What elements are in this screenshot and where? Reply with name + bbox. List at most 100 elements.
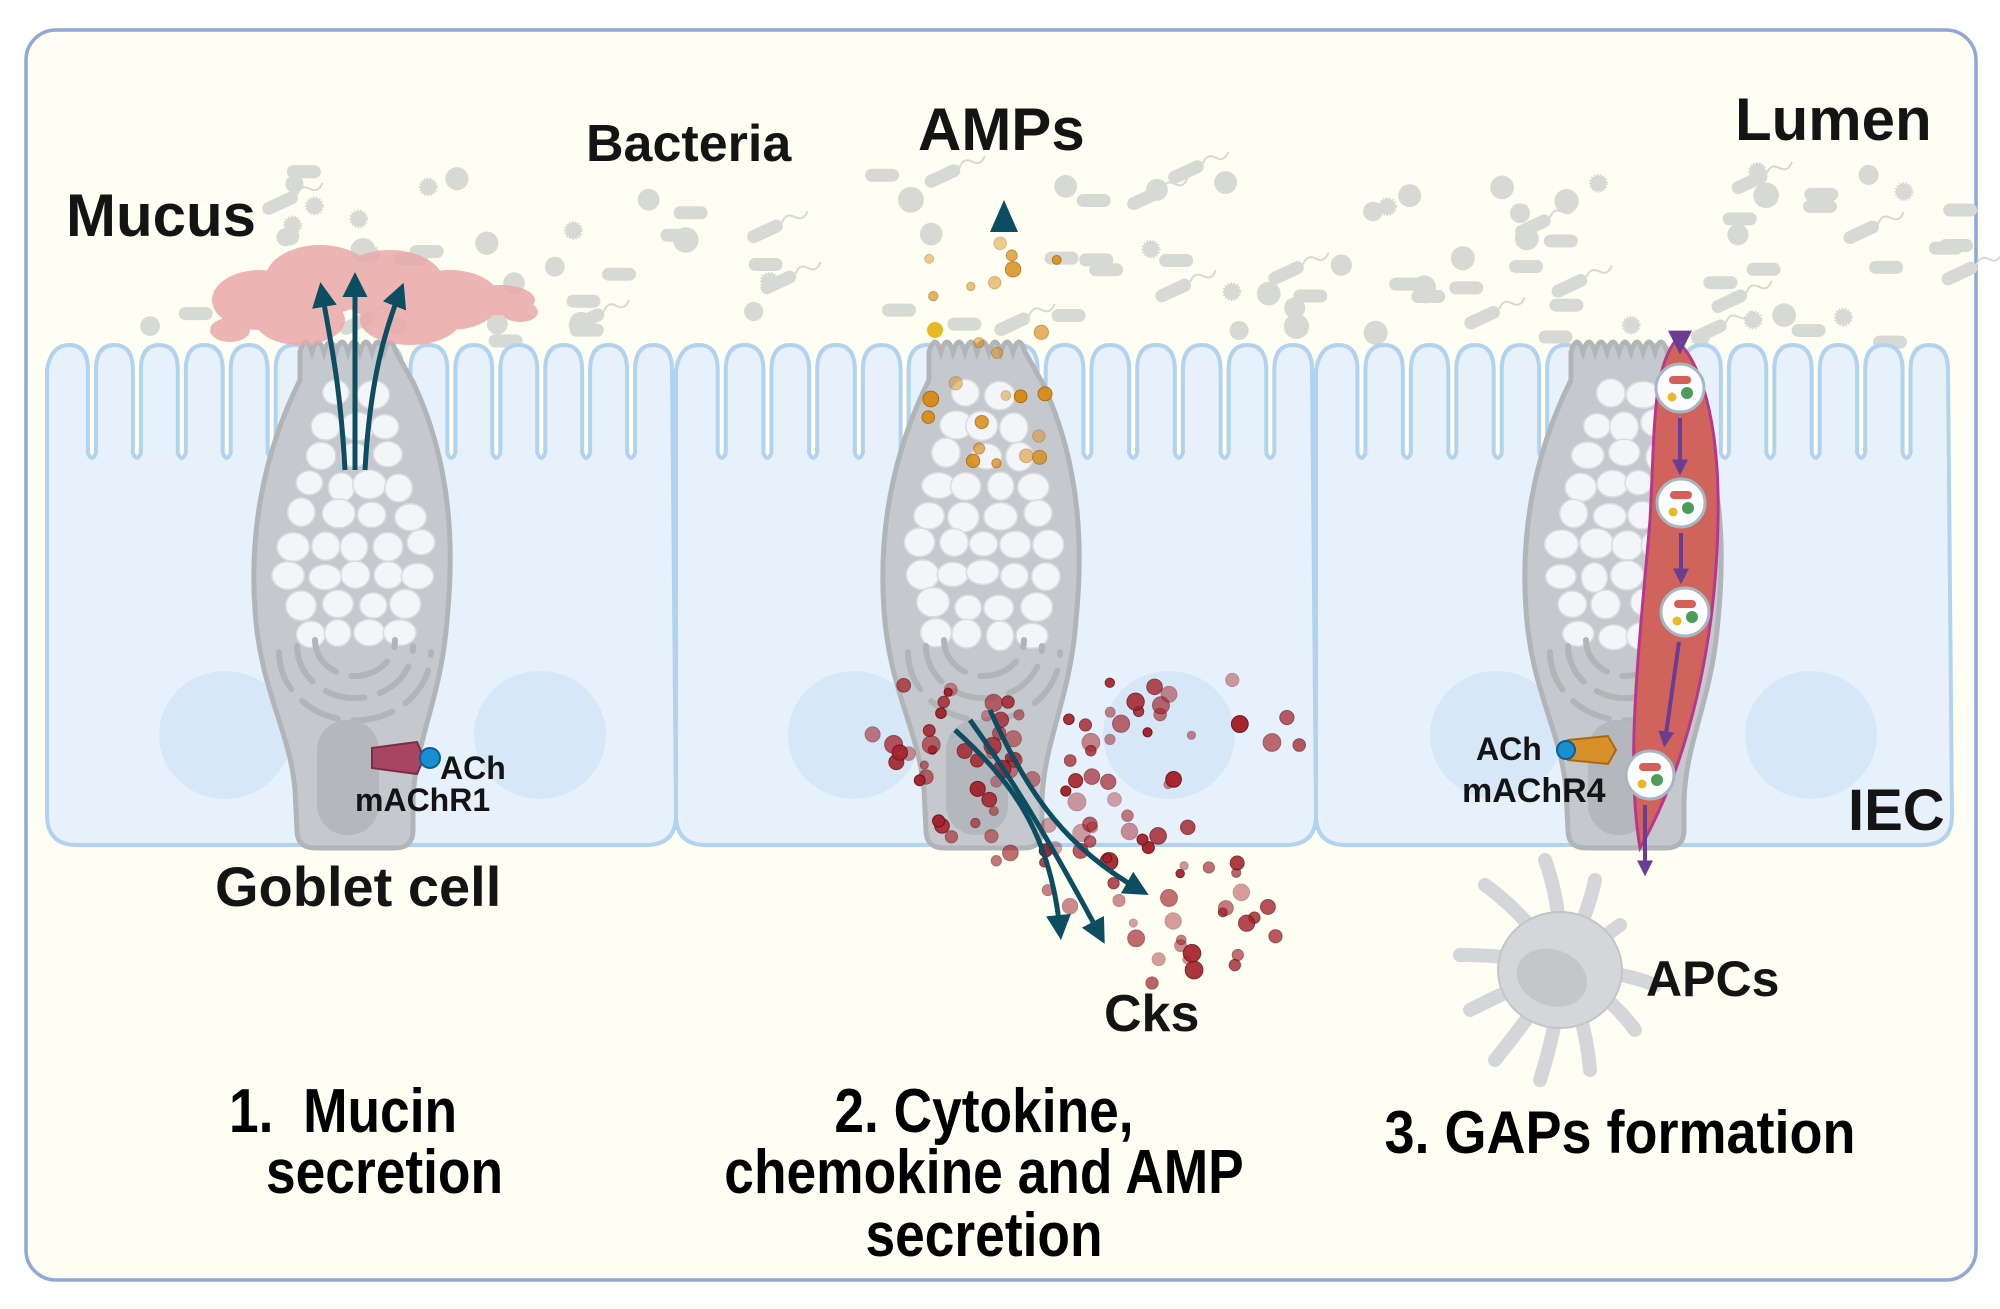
cytokine-particle <box>1230 715 1249 733</box>
cytokine-particle <box>1001 695 1015 709</box>
cytokine-particle <box>1165 771 1182 788</box>
cytokine-particle <box>1013 709 1025 721</box>
mucin-granule <box>1595 378 1626 408</box>
mucin-granule <box>1543 529 1580 560</box>
mucin-granule <box>1609 559 1645 591</box>
cks-label: Cks <box>1104 985 1199 1043</box>
bacterium-coccus <box>1772 303 1796 328</box>
mucin-granule <box>1609 411 1640 443</box>
bacterial-antigen-spiky <box>1672 616 1682 626</box>
flagellum <box>794 261 822 275</box>
bacterium-coccus <box>1554 189 1579 214</box>
amp-particle <box>922 390 940 408</box>
bacterium-flagellated <box>1155 269 1217 303</box>
mucin-granule <box>406 528 436 556</box>
bacterium-body <box>1268 261 1304 285</box>
caption-panel-2-line-2: chemokine and AMP <box>724 1138 1243 1207</box>
cytokine-particle <box>1127 929 1145 948</box>
mucin-granule <box>305 441 337 471</box>
mucus-blob <box>502 302 538 322</box>
amp-particle <box>1000 390 1012 401</box>
bacterium-flagellated <box>760 261 822 295</box>
cytokine-particle <box>1292 738 1306 752</box>
cytokine-particle <box>1146 678 1163 696</box>
cytokine-particle <box>1107 792 1122 807</box>
mucin-granule <box>372 531 404 563</box>
bacterium-body <box>262 191 298 215</box>
cytokine-particle <box>1063 754 1077 767</box>
mucin-granule <box>968 530 999 557</box>
receptor-body <box>371 740 426 776</box>
antigen-vesicle <box>1655 477 1707 529</box>
antigen-vesicle <box>1654 362 1706 414</box>
cytokine-particle <box>937 695 950 709</box>
bacterium-spiky <box>1222 282 1242 302</box>
mucin-granule <box>999 562 1030 590</box>
bacterium-spiky <box>1415 284 1435 304</box>
bacterium-spiky <box>1141 239 1161 259</box>
amps-label: AMPs <box>918 96 1085 163</box>
bacterium-rod <box>1293 289 1328 303</box>
amp-particle <box>966 281 976 292</box>
vesicle-membrane <box>1659 586 1711 638</box>
bacterium-body <box>1464 305 1500 330</box>
apc-nucleus <box>1516 948 1588 1007</box>
mucin-granule <box>340 560 371 590</box>
rough-er <box>276 649 434 724</box>
bacterium-rod <box>1943 203 1978 217</box>
cytokine-particle <box>1107 877 1120 890</box>
bacterium-coccus <box>1510 203 1531 224</box>
mucin-granule <box>1590 589 1621 620</box>
flagellum <box>602 299 630 313</box>
bacterium-body <box>1843 220 1880 245</box>
vesicle-membrane <box>1655 477 1707 529</box>
flagellum <box>1028 303 1056 317</box>
cytokine-particle <box>944 830 959 844</box>
bacterium-body <box>924 164 961 188</box>
bacterial-antigen-spiky <box>1668 507 1678 517</box>
machr1-receptor-icon <box>371 740 441 776</box>
bacterium-flagellated <box>1691 310 1753 344</box>
mucin-granule <box>983 502 1019 531</box>
mucin-granule <box>903 527 936 558</box>
bacterium-flagellated <box>1464 296 1526 330</box>
caption-panel-1-line-1: 1. Mucin <box>229 1077 457 1146</box>
mucin-granule <box>954 594 983 622</box>
mucin-granule <box>1023 499 1053 528</box>
mucin-granule <box>915 586 951 618</box>
cytokine-particle <box>1160 889 1178 907</box>
cytokine-particle <box>956 743 973 759</box>
bacterium-coccus <box>1284 297 1306 319</box>
bacterium-coccus <box>1363 320 1388 345</box>
machr4-label: mAChR4 <box>1462 772 1606 810</box>
bacterial-antigen-spiky <box>1637 779 1647 789</box>
cytokine-particle <box>1268 929 1283 944</box>
bacterium-rod <box>947 317 982 331</box>
cytokine-particle <box>1229 855 1245 871</box>
mucin-granule <box>295 620 327 649</box>
rough-er <box>923 643 1045 702</box>
mucin-granule <box>323 618 352 648</box>
mucin-granule <box>1610 529 1644 561</box>
flagellum <box>1498 296 1526 310</box>
flagellum <box>1585 265 1613 278</box>
cytokine-particle <box>1082 816 1098 832</box>
mucin-granule <box>295 469 324 496</box>
cytokine-particle <box>943 687 953 697</box>
cytokine-particle <box>1151 952 1166 967</box>
mucin-granule <box>1561 620 1595 647</box>
goblet-cell-1 <box>251 339 453 851</box>
cytokine-particle <box>1202 861 1215 874</box>
bacterium-coccus <box>1146 178 1168 201</box>
bacterium-spiky <box>1747 161 1767 181</box>
amp-particle <box>991 458 1002 469</box>
bacterium-rod <box>1722 212 1757 226</box>
bacterium-rod <box>673 206 708 220</box>
bacterium-coccus <box>1450 246 1475 271</box>
mucin-granule <box>905 559 940 591</box>
bacteria-layer <box>140 151 2000 349</box>
bacterium-coccus <box>744 301 764 322</box>
nucleus <box>159 671 291 799</box>
bacterium-coccus <box>1283 313 1310 339</box>
bacterium-spiky <box>349 209 369 229</box>
